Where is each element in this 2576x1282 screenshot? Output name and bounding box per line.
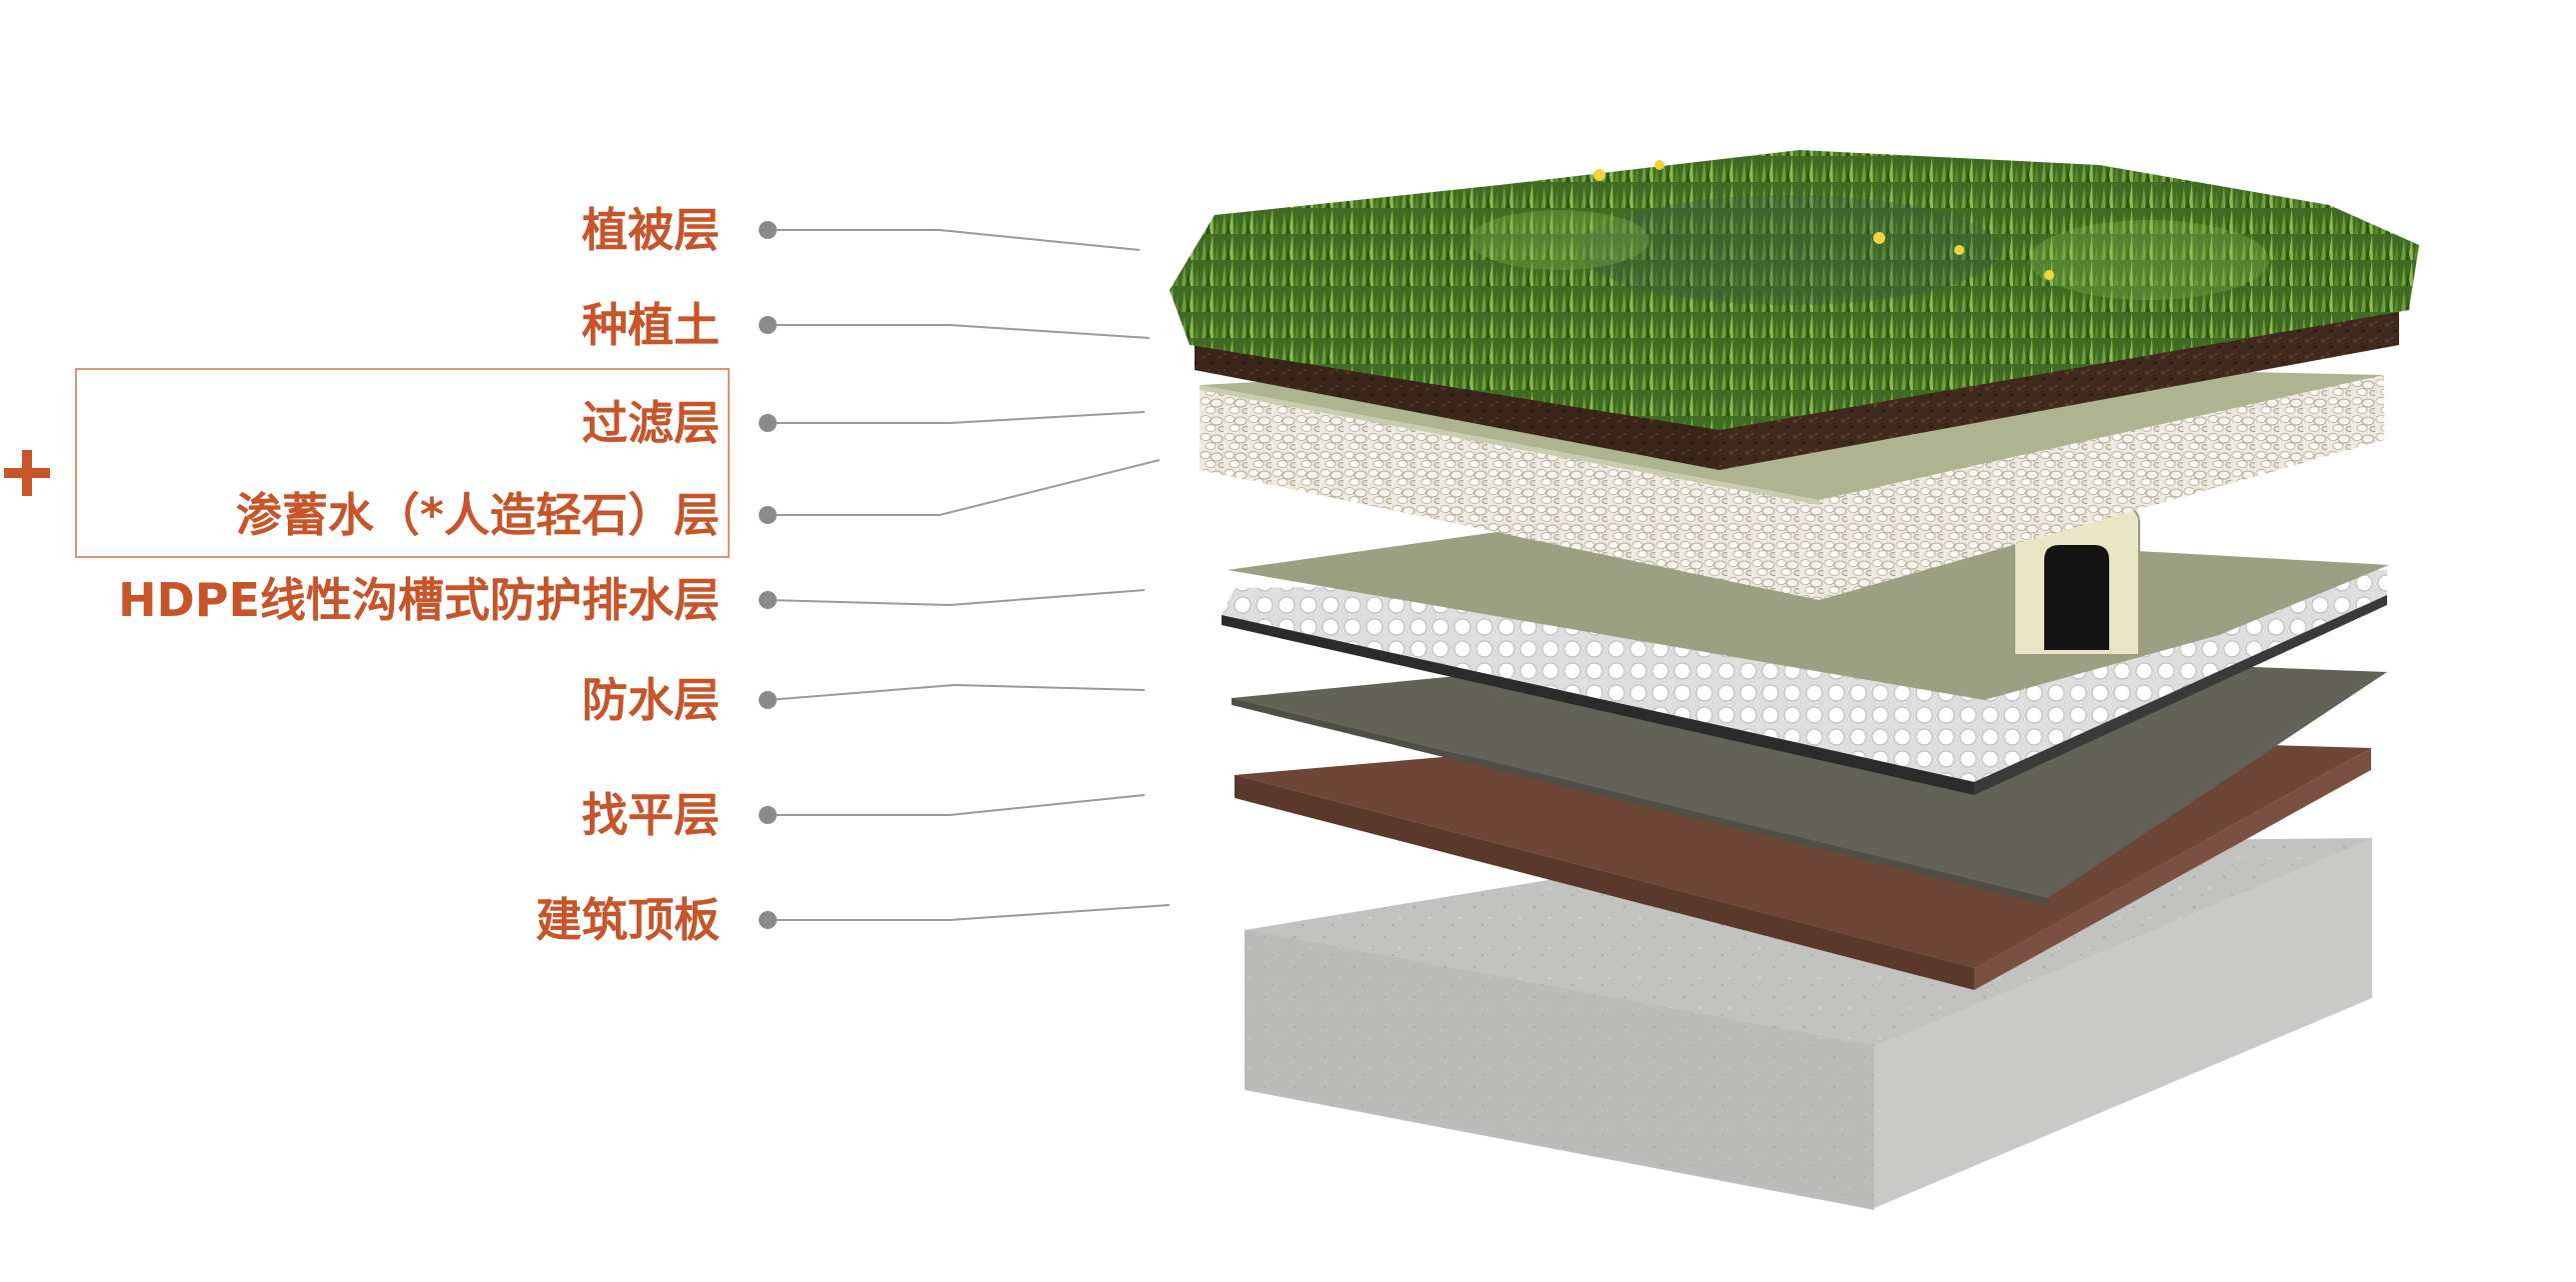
leader-line-storage [768, 459, 1161, 516]
vegetation-layer [1170, 150, 2419, 430]
leader-dot [759, 316, 777, 334]
label-waterproof: 防水层 [582, 673, 720, 727]
label-soil: 种植土 [582, 298, 720, 352]
label-storage: 渗蓄水（*人造轻石）层 [235, 488, 720, 542]
leader-line-soil [768, 324, 1151, 339]
leader-dot [759, 506, 777, 524]
leader-line-hdpe [767, 589, 1146, 607]
leader-dot [759, 806, 777, 824]
leader-dot [759, 414, 777, 432]
drain-fabric-layer [1228, 504, 2389, 700]
leader-line-leveling [768, 794, 1146, 816]
filter-storage-group-box [75, 368, 730, 558]
concrete-slab-layer [1245, 838, 2372, 1210]
label-leveling: 找平层 [582, 788, 720, 842]
leader-lines [767, 229, 1171, 921]
plus-icon [4, 450, 50, 496]
leader-line-slab [768, 904, 1171, 921]
leader-dot [759, 691, 777, 709]
leader-line-waterproof [767, 683, 1146, 701]
label-slab: 建筑顶板 [536, 893, 720, 947]
leader-dot [759, 911, 777, 929]
leader-line-filter [768, 411, 1146, 424]
leader-line-vegetation [768, 229, 1141, 251]
label-hdpe: HDPE线性沟槽式防护排水层 [118, 573, 720, 627]
leader-dot [759, 221, 777, 239]
leader-dot [759, 591, 777, 609]
label-vegetation: 植被层 [582, 203, 720, 257]
leader-dots [759, 221, 777, 929]
label-filter: 过滤层 [582, 396, 720, 450]
